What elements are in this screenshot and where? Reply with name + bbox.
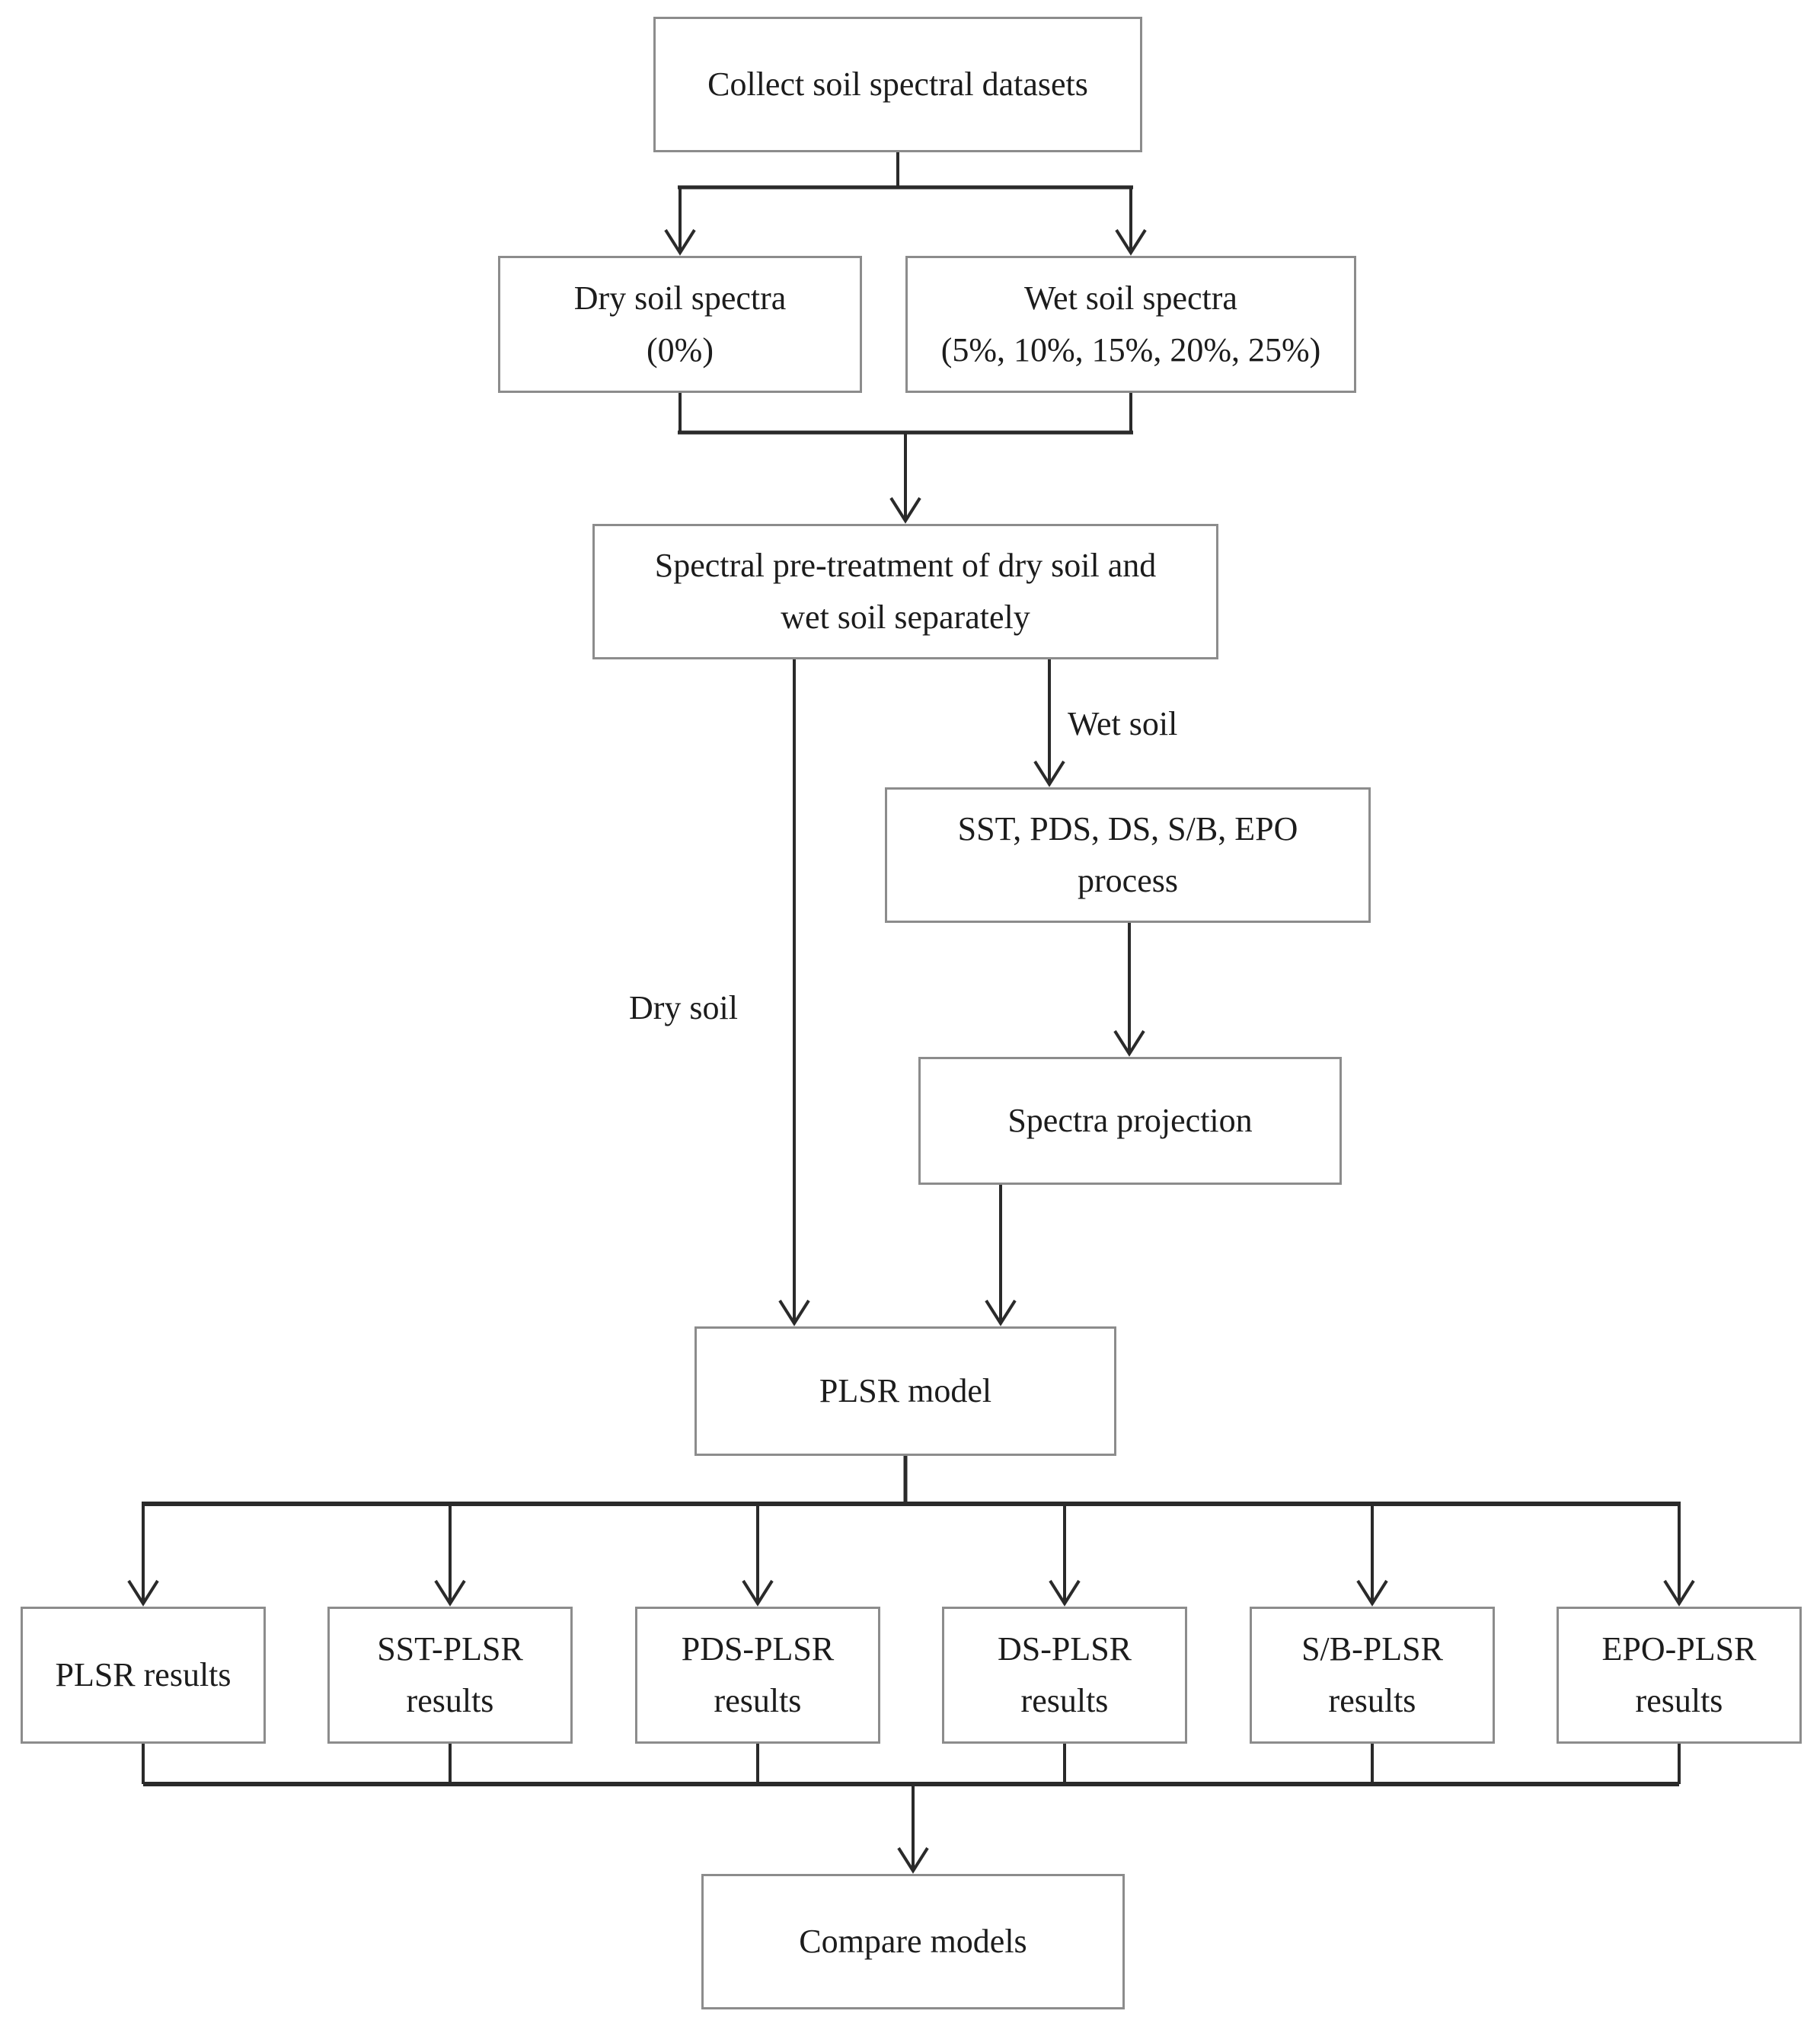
arrowhead-into-r1 [127, 1579, 159, 1607]
arrowhead-into-r3 [742, 1579, 774, 1607]
node-plsr-model: PLSR model [694, 1326, 1116, 1456]
node-plsr-results: PLSR results [21, 1607, 266, 1744]
arrowhead-into-wet [1115, 228, 1147, 256]
arrowhead-projection-into-plsr [985, 1299, 1017, 1326]
node-epo-plsr-results: EPO-PLSR results [1557, 1607, 1802, 1744]
node-dry-soil-spectra: Dry soil spectra (0%) [498, 256, 862, 393]
edge-label-dry-soil: Dry soil [629, 989, 738, 1026]
node-spectra-projection: Spectra projection [918, 1057, 1342, 1185]
arrowhead-into-r2 [434, 1579, 466, 1607]
node-pds-plsr-results: PDS-PLSR results [635, 1607, 880, 1744]
arrowhead-into-dry [664, 228, 696, 256]
arrowhead-into-projection [1113, 1029, 1145, 1057]
node-ds-plsr-results: DS-PLSR results [942, 1607, 1187, 1744]
edge-label-wet-soil: Wet soil [1068, 705, 1178, 742]
node-spectral-pretreatment: Spectral pre-treatment of dry soil and w… [592, 524, 1218, 659]
node-collect-soil-spectral-datasets: Collect soil spectral datasets [653, 17, 1142, 152]
arrowhead-into-transfer [1033, 760, 1065, 787]
node-compare-models: Compare models [701, 1874, 1125, 2009]
arrowhead-into-compare [897, 1846, 929, 1874]
node-wet-soil-spectra: Wet soil spectra (5%, 10%, 15%, 20%, 25%… [905, 256, 1356, 393]
node-sst-plsr-results: SST-PLSR results [327, 1607, 573, 1744]
arrowhead-dry-into-plsr [778, 1299, 810, 1326]
arrowhead-into-r4 [1049, 1579, 1081, 1607]
node-transfer-process: SST, PDS, DS, S/B, EPO process [885, 787, 1371, 923]
arrowhead-into-r5 [1356, 1579, 1388, 1607]
node-sb-plsr-results: S/B-PLSR results [1250, 1607, 1495, 1744]
arrowhead-into-r6 [1663, 1579, 1695, 1607]
arrowhead-into-pretreatment [889, 496, 921, 524]
